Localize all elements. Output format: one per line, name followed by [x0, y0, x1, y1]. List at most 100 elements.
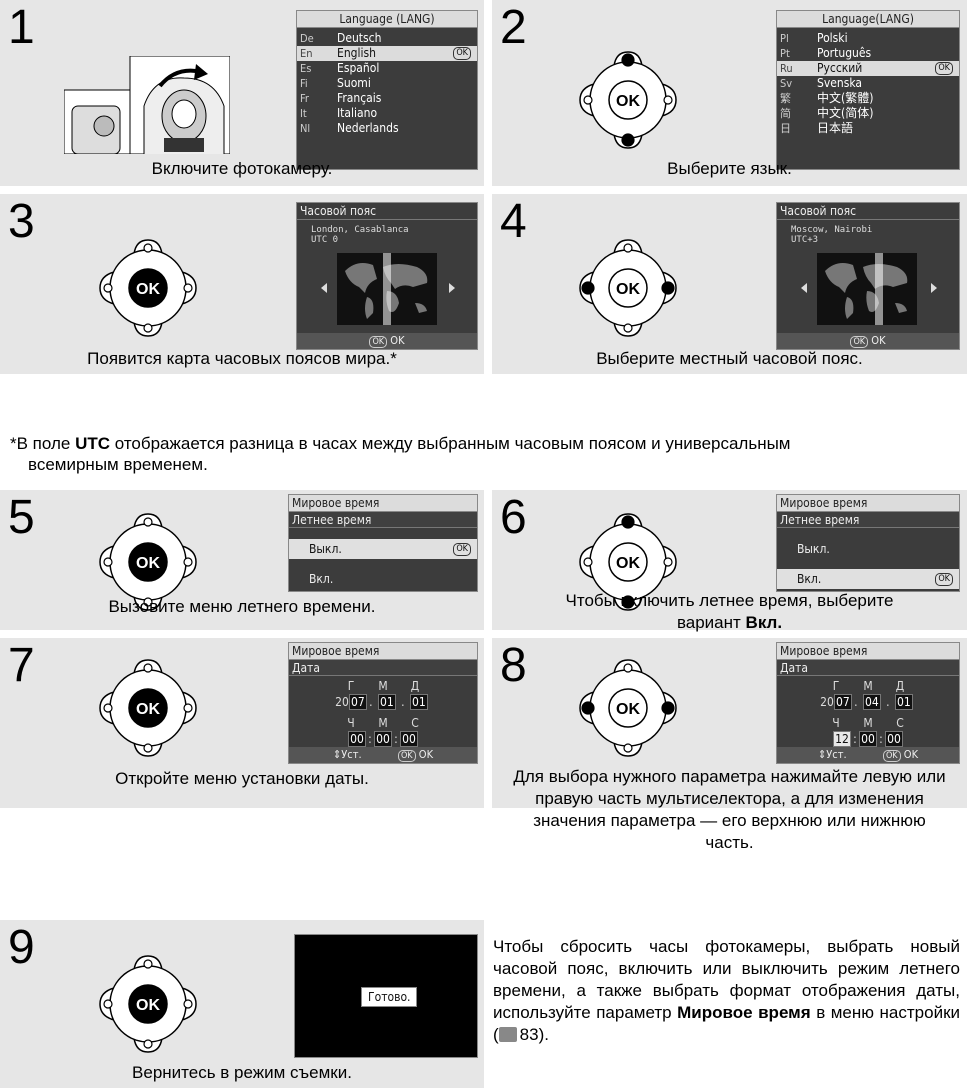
step-9-panel: 9 OK Готово. Вернитесь в режим съемки. — [0, 920, 484, 1088]
step-caption: Включите фотокамеру. — [151, 159, 333, 178]
world-time-note: Чтобы сбросить часы фотокамеры, выбрать … — [493, 936, 960, 1046]
multiselector-icon: OK — [579, 659, 677, 757]
svg-text:OK: OK — [616, 93, 640, 110]
step-number: 8 — [500, 639, 527, 692]
ok-badge: OK — [882, 750, 901, 762]
language-option[interactable]: 日 日本語 — [777, 121, 959, 136]
language-option[interactable]: 简中文(简体) — [777, 106, 959, 121]
time-zone-city: London, Casablanca — [311, 225, 409, 235]
date-field[interactable]: 01 — [407, 694, 431, 710]
language-name: Nederlands — [337, 121, 399, 135]
left-arrow-icon — [801, 283, 807, 293]
ok-badge: OK — [850, 336, 869, 348]
step-caption: Для выбора нужного параметра нажимайте л… — [513, 767, 946, 852]
world-map — [817, 253, 917, 325]
multiselector-ok: OK — [98, 658, 198, 763]
language-name: 日本語 — [817, 121, 854, 135]
language-name: 中文(繁體) — [817, 91, 874, 105]
footer-ok-text: OK — [390, 334, 405, 347]
option-on: Вкл. OK — [777, 569, 959, 589]
date-field[interactable]: 01 — [375, 694, 399, 710]
time-zone-highlight — [875, 253, 883, 325]
date-field[interactable]: 04 — [860, 694, 884, 710]
language-option[interactable]: 繁 中文(繁體) — [777, 91, 959, 106]
language-code: 繁 — [780, 92, 791, 105]
date-value: 01 — [377, 694, 396, 710]
note-text-after: в меню настройки ( — [493, 1003, 961, 1044]
time-value[interactable]: 00 — [348, 731, 366, 747]
time-value[interactable]: 00 — [400, 731, 418, 747]
time-zone-utc: UTC 0 — [311, 235, 339, 245]
step-number: 2 — [500, 1, 527, 54]
language-name: Português — [817, 46, 872, 60]
footnote-suffix: отображается разница в часах между выбра… — [110, 434, 791, 453]
ok-badge: OK — [397, 750, 416, 762]
multiselector-ok: OK — [98, 238, 198, 343]
year-prefix: 20 — [820, 695, 834, 709]
language-name: Français — [337, 91, 382, 105]
time-label: Ч — [347, 716, 355, 730]
language-code: 简 — [780, 107, 791, 120]
step-number: 7 — [8, 639, 35, 692]
step-number: 5 — [8, 491, 35, 544]
time-value[interactable]: 00 — [885, 731, 903, 747]
step-3-panel: 3 OK Часовой пояс London, Casablanca UTC… — [0, 194, 484, 374]
date-field[interactable]: 01 — [892, 694, 916, 710]
svg-text:OK: OK — [136, 701, 160, 718]
language-code: 日 — [780, 122, 791, 135]
language-name: Italiano — [337, 106, 378, 120]
world-map-shape — [825, 263, 908, 319]
step-caption: Вернитесь в режим съемки. — [132, 1063, 352, 1082]
time-value[interactable]: 12 — [833, 731, 851, 747]
time-value[interactable]: 00 — [374, 731, 392, 747]
dst-screen: Мировое время Летнее время Выкл. OK Вкл. — [288, 494, 478, 592]
caption-line1: Чтобы включить летнее время, выберите — [565, 591, 894, 610]
language-name: Polski — [817, 31, 848, 45]
svg-text:OK: OK — [616, 701, 640, 718]
date-label: Д — [895, 679, 905, 693]
year-prefix: 20 — [335, 695, 349, 709]
ok-badge: OK — [935, 62, 953, 75]
camera-power-on-illustration — [64, 56, 230, 154]
ok-badge: OK — [369, 336, 388, 348]
multiselector-left-right: OK — [578, 658, 678, 763]
svg-text:OK: OK — [136, 281, 160, 298]
language-code: Sv — [780, 77, 793, 90]
screen-footer: OK OK — [297, 333, 477, 349]
time-value[interactable]: 00 — [859, 731, 877, 747]
language-name: Español — [337, 61, 380, 75]
language-name: Русский — [817, 61, 863, 75]
date-label: Д — [410, 679, 420, 693]
multiselector-ok: OK — [98, 512, 198, 617]
screen-title: Часовой пояс — [777, 203, 959, 220]
done-label: Готово. — [361, 987, 418, 1007]
step-number: 4 — [500, 195, 527, 248]
time-label: С — [411, 716, 419, 730]
set-icon: ⇕ — [817, 748, 827, 761]
language-code: Fi — [300, 77, 308, 90]
multiselector-left-right: OK — [578, 238, 678, 343]
svg-text:OK: OK — [616, 555, 640, 572]
note-close: ). — [538, 1025, 549, 1044]
